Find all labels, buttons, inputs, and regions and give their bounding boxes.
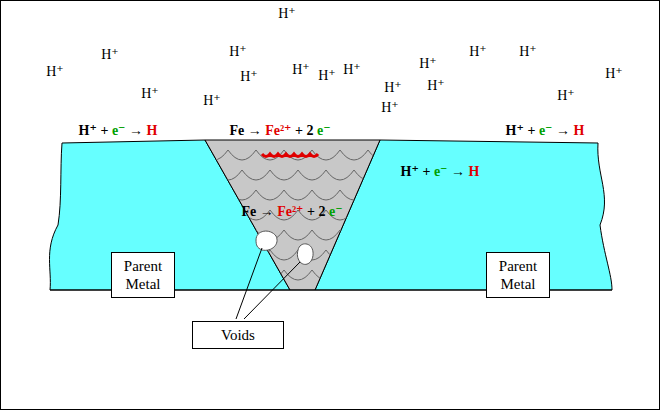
ion-label: H⁺ xyxy=(292,62,310,77)
ion-label: H⁺ xyxy=(381,100,399,115)
bead-arc xyxy=(228,190,256,200)
callout-box: Voids xyxy=(192,321,284,349)
ion-label: H⁺ xyxy=(203,93,221,108)
bead-arc xyxy=(354,170,382,180)
bead-arc xyxy=(200,190,228,200)
ion-label: H⁺ xyxy=(229,44,247,59)
bead-arc xyxy=(340,150,368,160)
bead-arc xyxy=(382,210,410,220)
void xyxy=(256,231,277,250)
bead-arc xyxy=(326,170,354,180)
node-label: Parent Metal xyxy=(120,257,166,293)
ion-label: H⁺ xyxy=(101,47,119,62)
reaction-equation: H⁺ + e⁻ → H xyxy=(401,164,480,179)
ion-label: H⁺ xyxy=(384,80,402,95)
bead-arc xyxy=(214,170,242,180)
bead-arc xyxy=(228,150,256,160)
bead-arc xyxy=(312,190,340,200)
bead-arc xyxy=(340,270,368,280)
reaction-equation: Fe → Fe²⁺ + 2 e⁻ xyxy=(229,123,330,138)
ion-label: H⁺ xyxy=(318,68,336,83)
bead-arc xyxy=(354,210,382,220)
bead-arc xyxy=(382,290,410,300)
weld-metal xyxy=(205,140,380,290)
bead-arc xyxy=(312,230,340,240)
bead-arc xyxy=(200,230,228,240)
ion-label: H⁺ xyxy=(469,44,487,59)
bead-arc xyxy=(214,290,242,300)
bead-arc xyxy=(242,170,270,180)
ion-label: H⁺ xyxy=(427,78,445,93)
ion-label: H⁺ xyxy=(46,64,64,79)
bead-arc xyxy=(382,250,410,260)
bead-arc xyxy=(200,150,228,160)
bead-arc xyxy=(200,270,228,280)
weld-beads xyxy=(200,150,410,300)
bead-arc xyxy=(214,250,242,260)
bead-arc xyxy=(228,230,256,240)
bead-arc xyxy=(270,170,298,180)
ion-label: H⁺ xyxy=(141,86,159,101)
node-label: Parent Metal xyxy=(495,257,541,293)
bead-arc xyxy=(354,250,382,260)
bead-arc xyxy=(340,190,368,200)
leader-line xyxy=(236,248,262,319)
ion-label: H⁺ xyxy=(419,56,437,71)
bead-arc xyxy=(368,230,396,240)
bead-arc xyxy=(326,250,354,260)
bead-arc xyxy=(340,230,368,240)
bead-arc xyxy=(368,190,396,200)
bead-arc xyxy=(270,290,298,300)
ion-label: H⁺ xyxy=(343,62,361,77)
reaction-equation: H⁺ + e⁻ → H xyxy=(79,123,158,138)
parent-metal-box: Parent Metal xyxy=(111,252,175,298)
ion-label: H⁺ xyxy=(557,88,575,103)
bead-arc xyxy=(298,170,326,180)
bead-arc xyxy=(256,270,284,280)
ion-label: H⁺ xyxy=(278,6,296,21)
parent-metal-box: Parent Metal xyxy=(486,252,550,298)
reaction-equation: H⁺ + e⁻ → H xyxy=(506,123,585,138)
ion-label: H⁺ xyxy=(605,66,623,81)
bead-arc xyxy=(214,210,242,220)
bead-arc xyxy=(242,250,270,260)
bead-arc xyxy=(312,270,340,280)
reaction-equation: Fe → Fe²⁺ + 2 e⁻ xyxy=(241,204,342,219)
bead-arc xyxy=(368,150,396,160)
bead-arc xyxy=(284,230,312,240)
bead-arc xyxy=(368,270,396,280)
ion-label: H⁺ xyxy=(519,44,537,59)
bead-arc xyxy=(270,250,298,260)
bead-arc xyxy=(298,290,326,300)
bead-arc xyxy=(284,190,312,200)
bead-arc xyxy=(256,190,284,200)
corrosion-pit xyxy=(262,154,318,157)
bead-arc xyxy=(326,290,354,300)
bead-arc xyxy=(284,270,312,280)
node-label: Voids xyxy=(201,326,275,344)
ion-label: H⁺ xyxy=(240,69,258,84)
bead-arc xyxy=(354,290,382,300)
void xyxy=(297,244,313,265)
